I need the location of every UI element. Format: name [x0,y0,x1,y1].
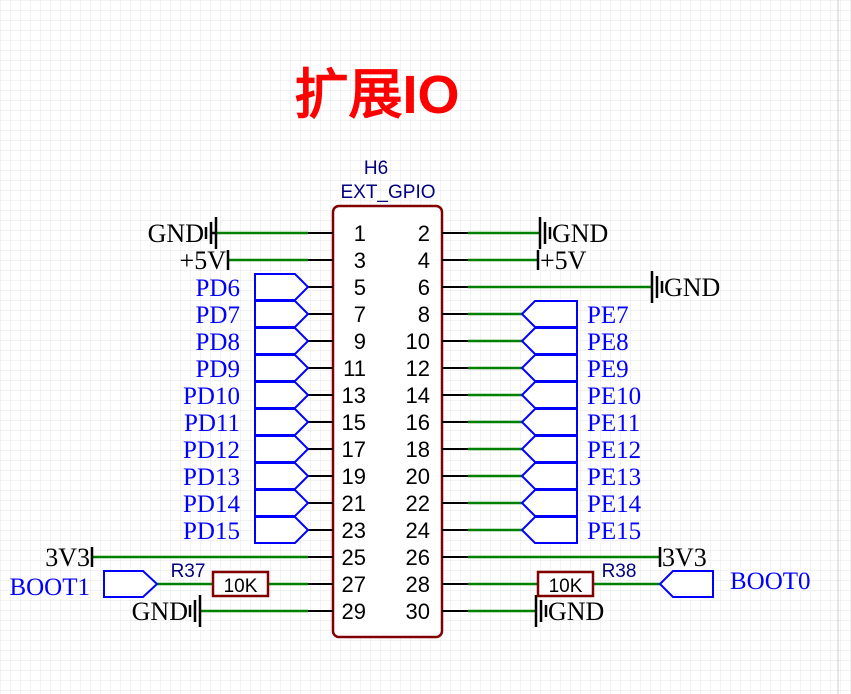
pin-number-28: 28 [406,572,430,597]
pin-number-9: 9 [354,329,366,354]
netlabel-right-pe8[interactable] [520,327,578,355]
pin-number-8: 8 [418,302,430,327]
pin-number-17: 17 [342,437,366,462]
netlabel-right-pe14[interactable] [520,489,578,517]
netlabel-right-pe12[interactable] [520,435,578,463]
netlabel-boot1-text: BOOT1 [9,574,90,601]
netlabel-left-pd14[interactable] [254,489,310,517]
component-designator: H6 [364,158,388,179]
net-labels: PD6PD7PD8PD9PD10PD11PD12PD13PD14PD15PE7P… [9,273,811,601]
netlabel-right-pe10[interactable] [520,381,578,409]
netlabel-right-text-pe15: PE15 [587,518,641,545]
pin-number-15: 15 [342,410,366,435]
gnd-right-top-label: GND [552,219,608,248]
netlabel-left-text-pd7: PD7 [196,302,240,329]
resistors: 10K R37 10K R38 [171,561,637,598]
resistor-r38[interactable] [536,570,595,598]
connector-pins: 1357911131517192123252729246810121416182… [308,221,468,624]
pin-number-27: 27 [342,572,366,597]
pwr-left-5v-label: +5V [180,246,227,275]
netlabel-right-text-pe9: PE9 [587,356,629,383]
resistor-value-r37: 10K [224,576,258,597]
pin-number-19: 19 [342,464,366,489]
pin-number-18: 18 [406,437,430,462]
pin-number-16: 16 [406,410,430,435]
netlabel-right-text-pe12: PE12 [587,437,641,464]
netlabel-left-pd10[interactable] [254,381,310,409]
netlabel-right-pe9[interactable] [520,354,578,382]
pin-number-30: 30 [406,599,430,624]
netlabel-left-pd11[interactable] [254,408,310,436]
netlabel-left-pd9[interactable] [254,354,310,382]
pin-number-20: 20 [406,464,430,489]
netlabel-left-text-pd15: PD15 [183,518,240,545]
netlabel-right-pe13[interactable] [520,462,578,490]
resistor-designator-r38: R38 [602,561,637,582]
netlabel-boot0[interactable] [658,570,714,598]
gnd-left-top-label: GND [148,219,204,248]
pin-number-6: 6 [418,275,430,300]
netlabel-right-text-pe10: PE10 [587,383,641,410]
pin-number-29: 29 [342,599,366,624]
netlabel-left-pd15[interactable] [254,516,310,544]
netlabel-boot1[interactable] [103,570,159,598]
netlabel-right-text-pe8: PE8 [587,329,629,356]
resistor-designator-r37: R37 [171,561,206,582]
netlabel-right-text-pe13: PE13 [587,464,641,491]
gnd-left-bottom-label: GND [132,597,188,626]
pin-number-7: 7 [354,302,366,327]
pin-number-23: 23 [342,518,366,543]
netlabel-left-pd12[interactable] [254,435,310,463]
pin-number-11: 11 [343,356,366,381]
gnd-right-pin6-label: GND [664,273,720,302]
netlabel-left-text-pd11: PD11 [184,410,240,437]
netlabel-right-text-pe11: PE11 [587,410,640,437]
netlabel-left-text-pd10: PD10 [183,383,240,410]
netlabel-left-text-pd8: PD8 [196,329,240,356]
pin-number-5: 5 [354,275,366,300]
netlabel-left-text-pd9: PD9 [196,356,240,383]
netlabel-left-text-pd12: PD12 [183,437,240,464]
resistor-r37[interactable] [211,570,270,598]
sheet-title: 扩展IO [294,65,459,125]
pwr-left-3v3-label: 3V3 [45,543,90,572]
pin-number-24: 24 [406,518,430,543]
netlabel-left-pd7[interactable] [254,300,310,328]
netlabel-right-text-pe14: PE14 [587,491,642,518]
pin-number-10: 10 [406,329,430,354]
netlabel-left-text-pd13: PD13 [183,464,240,491]
pin-number-22: 22 [406,491,430,516]
pin-number-4: 4 [418,248,430,273]
pwr-right-3v3-label: 3V3 [662,543,707,572]
netlabel-boot0-text: BOOT0 [730,568,811,595]
pin-number-21: 21 [342,491,366,516]
netlabel-right-pe7[interactable] [520,300,578,328]
pin-number-1: 1 [354,221,366,246]
pin-number-26: 26 [406,545,430,570]
pin-number-12: 12 [406,356,430,381]
netlabel-right-text-pe7: PE7 [587,302,629,329]
pin-number-25: 25 [342,545,366,570]
netlabel-right-pe15[interactable] [520,516,578,544]
pin-number-2: 2 [418,221,430,246]
netlabel-left-pd6[interactable] [254,273,310,301]
netlabel-left-text-pd6: PD6 [196,275,240,302]
component-name: EXT_GPIO [340,182,435,203]
netlabel-left-text-pd14: PD14 [183,491,240,518]
pin-number-3: 3 [354,248,366,273]
netlabel-left-pd13[interactable] [254,462,310,490]
pin-number-13: 13 [342,383,366,408]
netlabel-right-pe11[interactable] [520,408,578,436]
resistor-value-r38: 10K [549,576,583,597]
netlabel-left-pd8[interactable] [254,327,310,355]
pwr-right-5v-label: +5V [540,246,587,275]
pin-number-14: 14 [406,383,430,408]
gnd-right-bottom-label: GND [548,597,604,626]
wires [92,231,660,613]
